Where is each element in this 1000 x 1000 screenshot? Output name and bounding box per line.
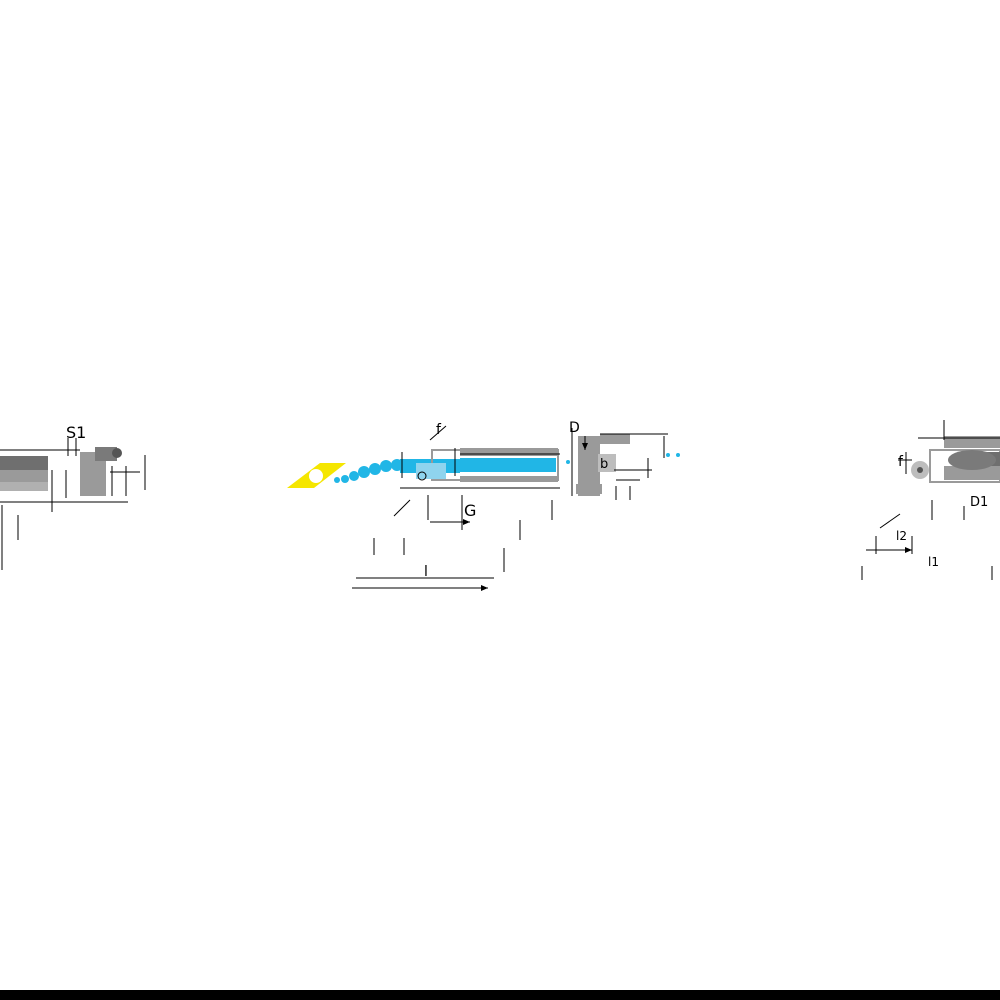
left-dimension-lines [0, 438, 146, 570]
bottom-bar [0, 990, 1000, 1000]
right-holder-body [911, 436, 1000, 483]
right-label-d1: D1 [970, 495, 988, 510]
center-dimension-lines [352, 425, 668, 591]
right-label-f: f [898, 454, 904, 470]
right-label-l2: l2 [896, 529, 907, 543]
rhombic-insert-icon [287, 463, 346, 488]
center-label-d: D [569, 420, 580, 436]
left-label-s1: S1 [66, 423, 86, 442]
right-view-drawing: f l2 l1 D1 [861, 420, 1000, 580]
left-holder-body [0, 447, 122, 496]
center-holder-body [416, 434, 630, 496]
right-label-l1: l1 [928, 555, 939, 569]
center-view-drawing: f G l D b [287, 420, 680, 591]
left-view-drawing: S1 [0, 423, 146, 570]
center-label-g: G [464, 501, 476, 520]
center-label-f: f [436, 422, 442, 438]
center-label-b: b [600, 457, 608, 472]
right-dimension-lines [861, 420, 1000, 580]
center-label-l: l [424, 564, 428, 580]
